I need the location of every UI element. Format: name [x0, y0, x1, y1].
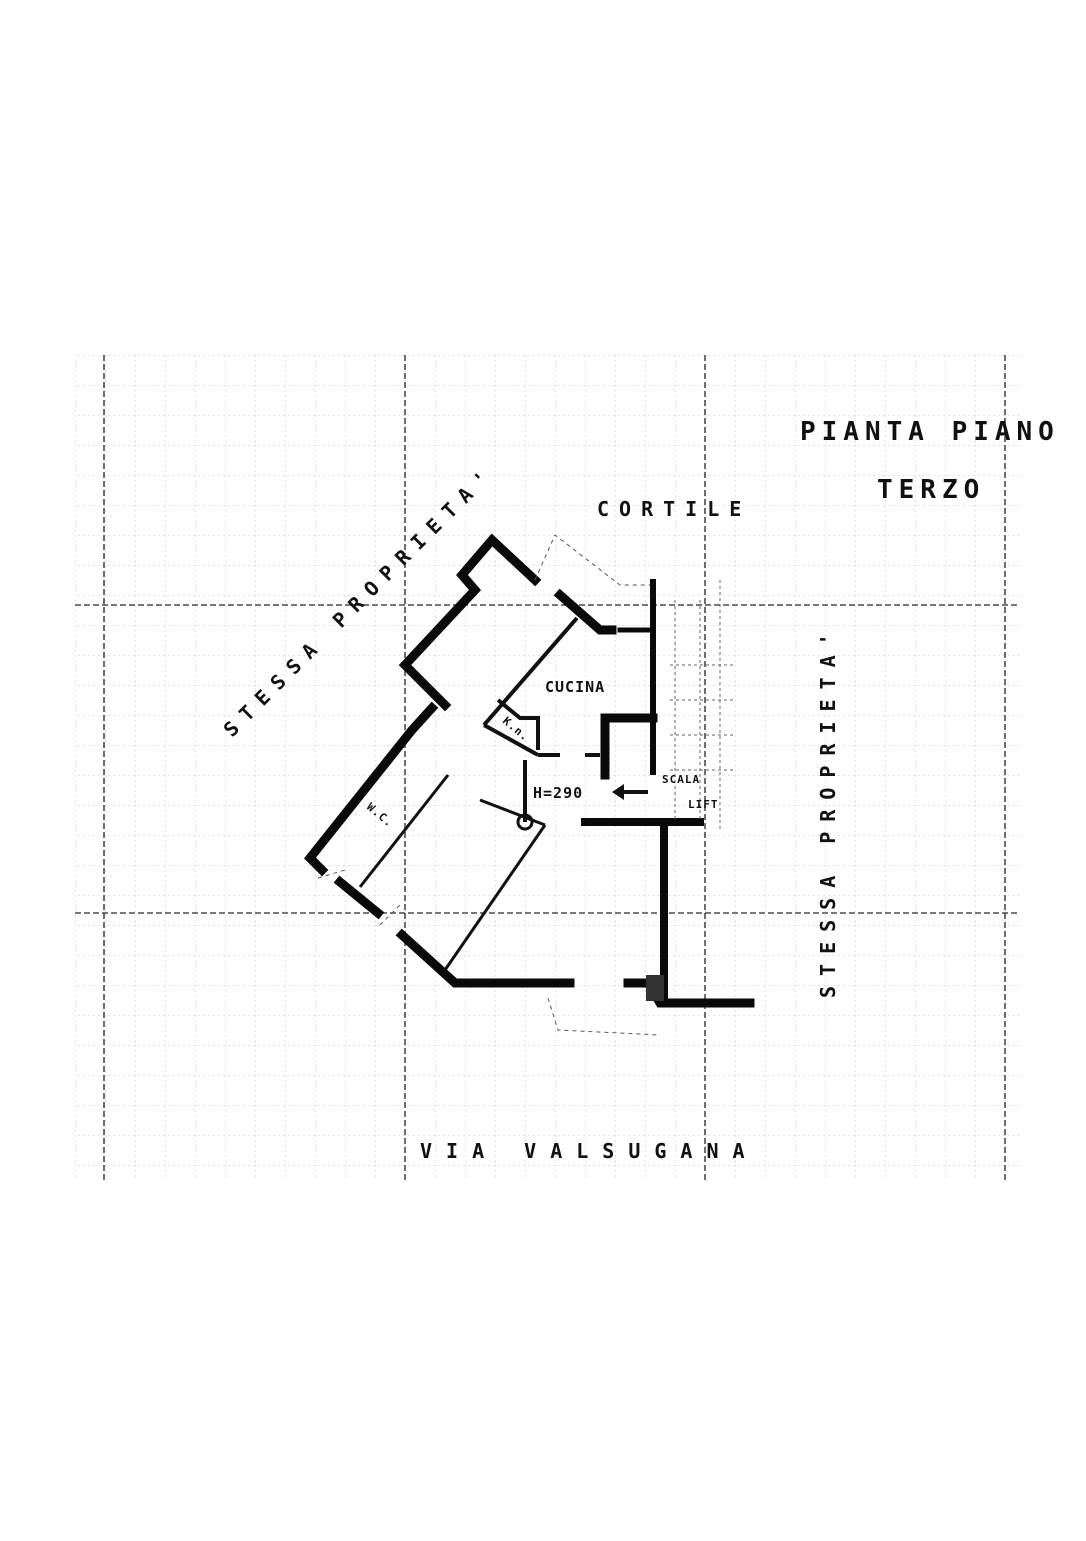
stairs	[612, 580, 735, 830]
label-same-property-east: STESSA PROPRIETA'	[816, 623, 840, 998]
room-label-kitchen: CUCINA	[545, 678, 605, 696]
graph-paper	[75, 355, 1020, 1180]
room-label-stairs: SCALA	[662, 773, 700, 786]
label-street: VIA VALSUGANA	[420, 1139, 759, 1163]
openings	[317, 534, 661, 1036]
room-label-landing: LIFT	[688, 798, 719, 811]
column	[646, 975, 664, 1001]
interior-walls	[358, 616, 600, 971]
title-floor: TERZO	[877, 475, 985, 505]
title-plan: PIANTA PIANO	[800, 417, 1060, 447]
arrow-head-icon	[612, 784, 624, 800]
label-courtyard: CORTILE	[597, 497, 751, 521]
exterior-walls	[303, 533, 755, 1008]
floor-height-label: H=290	[533, 784, 583, 802]
